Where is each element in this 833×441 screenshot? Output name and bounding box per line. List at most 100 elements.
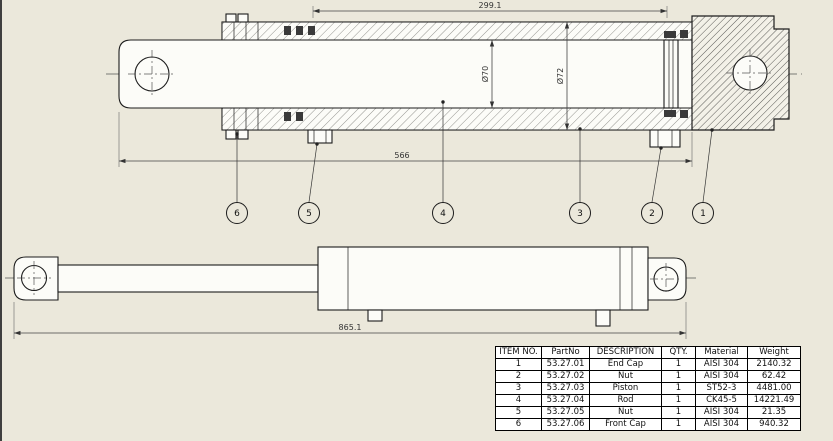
bom-cell-item: 6 <box>495 418 542 431</box>
bom-cell-description: End Cap <box>589 358 662 371</box>
bom-header-partno: PartNo <box>541 346 590 359</box>
dim-bore-diameter-text: Ø70 <box>480 66 490 82</box>
dim-bore-diameter[interactable]: Ø70 <box>480 40 495 108</box>
cushion-seal-bottom <box>680 110 688 118</box>
piston-seal-top <box>664 31 676 38</box>
dim-body-length[interactable]: 566 <box>118 112 693 167</box>
bom-cell-item: 5 <box>495 406 542 419</box>
balloon-3-label: 3 <box>577 209 583 219</box>
dim-tube-diameter[interactable]: Ø72 <box>555 22 570 130</box>
dim-stroke-length-text: 299.1 <box>479 1 502 10</box>
bom-header-weight: Weight <box>747 346 801 359</box>
cushion-seal-top <box>680 30 688 38</box>
bom-cell-qty: 1 <box>661 382 696 395</box>
gland-block-top-b <box>237 13 249 23</box>
bom-cell-material: CK45-5 <box>695 394 748 407</box>
bom-cell-material: AISI 304 <box>695 406 748 419</box>
side-rod-eye[interactable] <box>13 256 59 301</box>
bom-cell-weight: 4481.00 <box>747 382 801 395</box>
end-cap[interactable] <box>691 15 790 131</box>
bom-table[interactable]: ITEM NO. PartNo DESCRIPTION QTY. Materia… <box>495 346 801 431</box>
balloon-1[interactable]: 1 <box>692 128 714 224</box>
section-view[interactable]: 299.1 Ø70 Ø72 566 6 <box>106 1 802 224</box>
bom-row[interactable]: 2 53.27.02 Nut 1 AISI 304 62.42 <box>495 370 801 383</box>
dim-overall-length[interactable]: 865.1 <box>13 302 687 339</box>
bom-cell-weight: 940.32 <box>747 418 801 431</box>
balloon-5-label: 5 <box>306 209 312 219</box>
side-end-eye[interactable] <box>647 257 687 301</box>
rod-body <box>118 39 677 109</box>
bom-cell-qty: 1 <box>661 418 696 431</box>
bom-cell-item: 2 <box>495 370 542 383</box>
bom-header-item: ITEM NO. <box>495 346 542 359</box>
side-body-outline <box>317 246 649 311</box>
nut-left[interactable] <box>307 129 333 144</box>
side-port-right <box>595 309 611 327</box>
bom-cell-description: Rod <box>589 394 662 407</box>
nut-left-body <box>307 129 333 144</box>
bom-cell-qty: 1 <box>661 370 696 383</box>
bom-row[interactable]: 4 53.27.04 Rod 1 CK45-5 14221.49 <box>495 394 801 407</box>
bom-cell-qty: 1 <box>661 406 696 419</box>
bom-header-qty: QTY. <box>661 346 696 359</box>
balloon-2[interactable]: 2 <box>641 146 663 224</box>
gland-lines <box>233 22 259 130</box>
nut-right-body <box>649 129 681 148</box>
bom-cell-material: ST52-3 <box>695 382 748 395</box>
gland-block-top-a <box>225 13 237 23</box>
rod-seals <box>284 26 315 121</box>
tube-wall-bottom <box>221 107 693 131</box>
piston[interactable] <box>663 30 688 118</box>
side-rod[interactable] <box>57 264 319 293</box>
side-cylinder-body[interactable] <box>317 246 649 327</box>
balloon-4[interactable]: 4 <box>432 100 454 224</box>
bom-header-description: DESCRIPTION <box>589 346 662 359</box>
bom-cell-weight: 21.35 <box>747 406 801 419</box>
bom-cell-material: AISI 304 <box>695 370 748 383</box>
bom-row[interactable]: 6 53.27.06 Front Cap 1 AISI 304 940.32 <box>495 418 801 431</box>
balloon-2-label: 2 <box>649 209 655 219</box>
bom-cell-description: Piston <box>589 382 662 395</box>
gland-block-bottom-b <box>237 129 249 140</box>
side-view[interactable]: 865.1 <box>5 246 700 339</box>
bom-cell-material: AISI 304 <box>695 418 748 431</box>
bom-cell-qty: 1 <box>661 394 696 407</box>
balloon-4-label: 4 <box>440 209 446 219</box>
bom-cell-item: 1 <box>495 358 542 371</box>
bom-cell-description: Front Cap <box>589 418 662 431</box>
bom-cell-material: AISI 304 <box>695 358 748 371</box>
bom-cell-partno: 53.27.02 <box>541 370 590 383</box>
balloon-6-label: 6 <box>234 209 240 219</box>
bom-row[interactable]: 1 53.27.01 End Cap 1 AISI 304 2140.32 <box>495 358 801 371</box>
gland-block-bottom-a <box>225 129 237 140</box>
tube-wall-top <box>221 21 693 41</box>
window-edge <box>0 0 2 441</box>
balloon-5[interactable]: 5 <box>298 142 320 224</box>
bom-cell-qty: 1 <box>661 358 696 371</box>
bom-cell-item: 3 <box>495 382 542 395</box>
piston-body <box>663 39 679 109</box>
piston-seal-bottom <box>664 110 676 117</box>
bom-header-material: Material <box>695 346 748 359</box>
dim-body-length-text: 566 <box>394 151 409 160</box>
balloon-3[interactable]: 3 <box>569 127 591 224</box>
dim-overall-length-text: 865.1 <box>339 323 362 332</box>
dim-tube-diameter-text: Ø72 <box>555 68 565 84</box>
side-port-left <box>367 309 383 322</box>
bom-cell-weight: 2140.32 <box>747 358 801 371</box>
bom-row[interactable]: 5 53.27.05 Nut 1 AISI 304 21.35 <box>495 406 801 419</box>
bom-row[interactable]: 3 53.27.03 Piston 1 ST52-3 4481.00 <box>495 382 801 395</box>
balloon-6[interactable]: 6 <box>226 132 248 224</box>
nut-right[interactable] <box>649 129 681 148</box>
bom-cell-description: Nut <box>589 406 662 419</box>
bom-cell-partno: 53.27.05 <box>541 406 590 419</box>
bom-cell-weight: 14221.49 <box>747 394 801 407</box>
dim-stroke-length[interactable]: 299.1 <box>312 1 668 18</box>
bom-cell-weight: 62.42 <box>747 370 801 383</box>
bom-cell-partno: 53.27.03 <box>541 382 590 395</box>
bom-cell-item: 4 <box>495 394 542 407</box>
balloon-1-label: 1 <box>700 209 706 219</box>
piston-rod[interactable] <box>118 39 677 109</box>
